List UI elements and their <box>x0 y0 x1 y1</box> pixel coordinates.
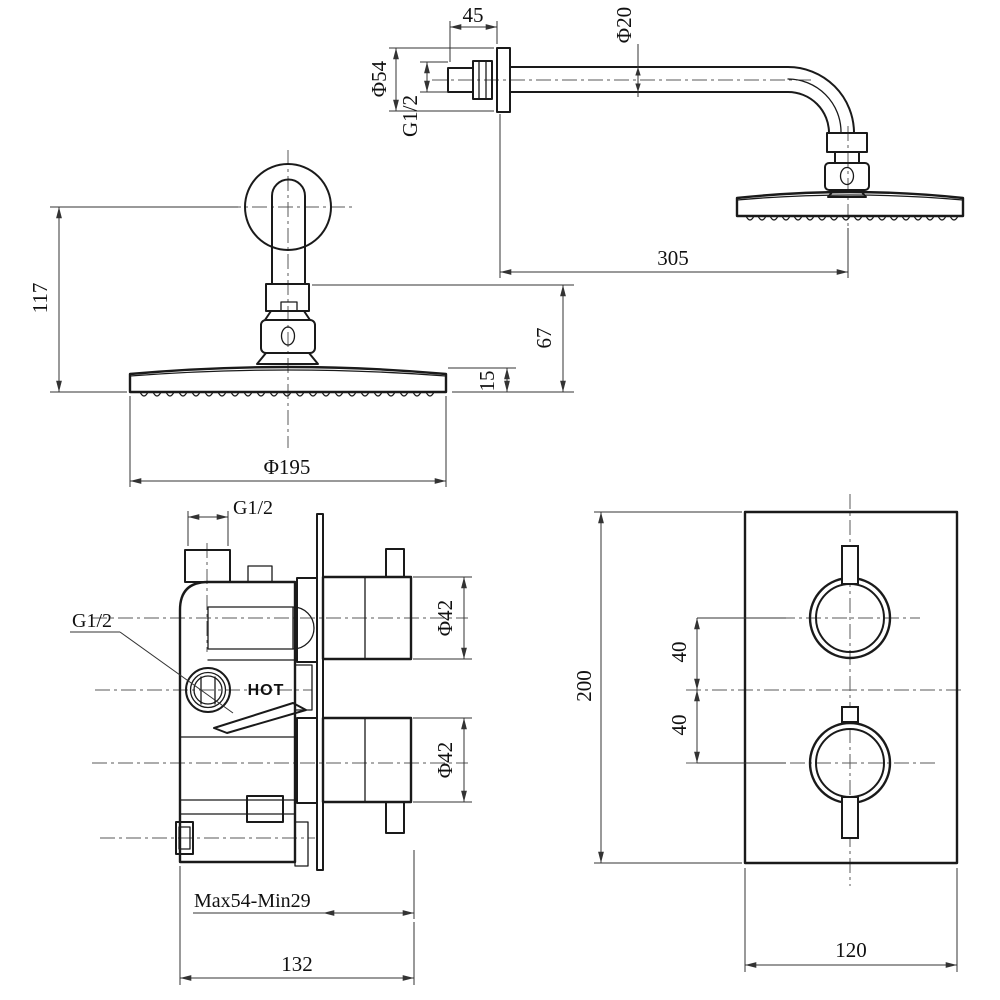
bottom-left-port-inner <box>178 826 191 850</box>
upper-inner-housing <box>207 606 294 650</box>
dim-lower-knob-offset: 40 <box>667 715 691 736</box>
bottom-union <box>246 795 284 823</box>
shower-head-dome-line <box>736 194 964 201</box>
dim-plate-height: 200 <box>572 670 596 702</box>
inlet-leader-line <box>119 631 234 714</box>
drawing-line <box>635 83 641 92</box>
valve-body <box>178 580 297 864</box>
arm-tube-outer <box>509 66 855 134</box>
dim-outlet-thread: G1/2 <box>233 497 273 519</box>
wall-flange <box>496 47 511 113</box>
diverter-lever <box>213 702 307 734</box>
wall-plate-side <box>316 513 324 871</box>
upper-knob-handle-tab <box>841 545 859 585</box>
drawing-line <box>635 67 641 76</box>
dim-rim-thickness: 15 <box>475 371 499 392</box>
arm-nut <box>472 60 493 100</box>
body-right-step <box>294 821 309 867</box>
dim-wall-thread: G1/2 <box>398 95 422 137</box>
head-neck <box>834 151 860 164</box>
hot-label: HOT <box>248 682 285 699</box>
hot-inlet-port-ring <box>193 675 223 705</box>
lower-knob-handle <box>385 801 405 834</box>
dim-plate-width: 120 <box>835 938 867 962</box>
dim-head-diameter: Φ195 <box>264 455 311 479</box>
head-skirt-front <box>256 352 319 365</box>
head-collar-nut <box>826 132 868 153</box>
upper-inner-bulge <box>292 606 315 650</box>
arm-flange-front <box>244 163 332 251</box>
lower-knob-nub <box>841 706 859 723</box>
shower-head-dome-line <box>129 369 447 377</box>
dim-inlet-thread: G1/2 <box>72 610 112 632</box>
arm-bend-highlight <box>787 78 842 133</box>
dim-depth-range: Max54-Min29 <box>194 890 311 912</box>
dim-wall-stub-length: 45 <box>463 3 484 27</box>
arm-tube-inner <box>509 91 830 134</box>
wall-plate-front <box>743 510 959 865</box>
lower-knob-handle-tab <box>841 796 859 839</box>
dim-arm-diameter: Φ20 <box>612 7 636 43</box>
valve-front-view: 40 40 200 120 <box>572 494 962 972</box>
lower-knob-side <box>321 716 413 804</box>
taper-right <box>303 310 311 321</box>
dim-upper-knob-offset: 40 <box>667 642 691 663</box>
ball-joint-hole <box>280 326 296 346</box>
shower-arm-side-view: 45 Φ54 G1/2 Φ20 305 <box>367 3 965 278</box>
dim-arm-reach: 305 <box>657 246 689 270</box>
arm-tube-front <box>271 178 306 285</box>
taper-left <box>264 310 272 321</box>
cartridge-link <box>294 664 313 711</box>
collar-tab <box>280 301 298 312</box>
dim-lower-knob-diameter: Φ42 <box>433 742 457 778</box>
shower-head-disc-front <box>128 365 448 394</box>
hot-inlet-port-ring <box>189 671 227 709</box>
top-outlet-port <box>184 549 231 583</box>
dim-joint-height: 67 <box>532 328 556 349</box>
bottom-left-port <box>175 821 194 855</box>
dim-upper-knob-diameter: Φ42 <box>433 600 457 636</box>
dim-body-width: 132 <box>281 952 313 976</box>
shower-head-front-view: 117 Φ195 67 15 <box>28 150 574 487</box>
lower-escutcheon-flange <box>296 717 318 804</box>
valve-side-view: G1/2 G1/2 HOT Φ42 Φ42 Max54-Min29 132 <box>70 497 472 985</box>
top-stub <box>247 565 273 583</box>
shower-head-disc <box>735 190 965 218</box>
hot-inlet-port <box>185 667 231 713</box>
upper-escutcheon-flange <box>296 577 318 663</box>
ball-joint-hole <box>839 166 855 186</box>
upper-knob-handle <box>385 548 405 578</box>
upper-knob-side <box>321 575 413 661</box>
dim-flange-diameter: Φ54 <box>367 60 391 97</box>
dim-drop-height: 117 <box>28 283 52 314</box>
